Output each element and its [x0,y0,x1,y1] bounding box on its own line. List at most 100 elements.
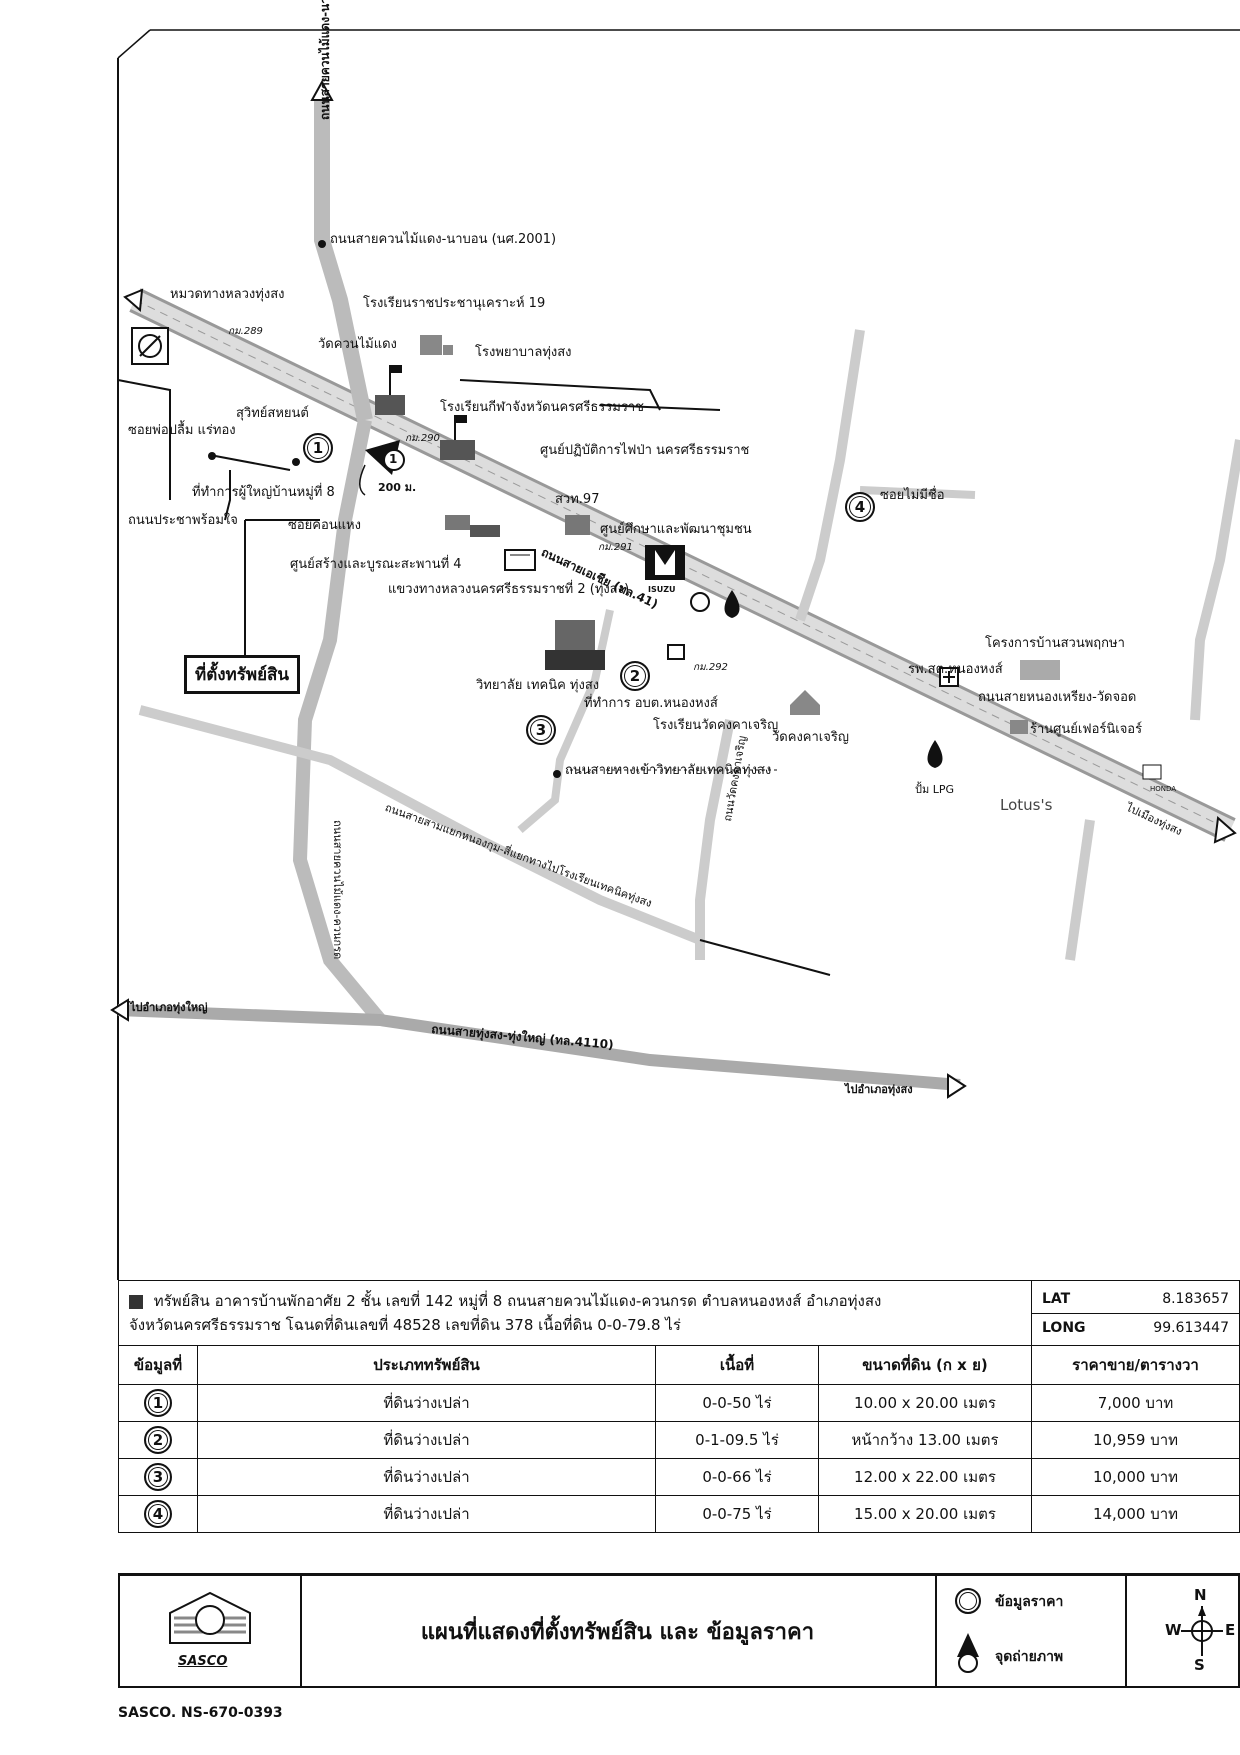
samyaek-road [138,705,702,945]
hospital-label: โรงพยาบาลทุ่งสง [475,345,572,360]
highway-district-label: หมวดทางหลวงทุ่งสง [170,287,285,302]
price-pin-1[interactable]: 1 [303,433,333,463]
kuankrot-road-label: ถนนสายควนไม้แดง-ควนกรด [331,820,344,960]
logo-text: SASCO [178,1654,228,1669]
row-area: 0-0-66 ไร่ [655,1458,819,1496]
bridge-center-icon [504,549,536,571]
bridge-center-label: ศูนย์สร้างและบูรณะสะพานที่ 4 [290,557,462,572]
property-description-row: ทรัพย์สิน อาคารบ้านพักอาศัย 2 ชั้น เลขที… [118,1280,1240,1346]
junction-dot [292,458,300,466]
compass-north: N [1194,1586,1207,1604]
row-price: 14,000 บาท [1031,1495,1240,1533]
obt-office-label: ที่ทำการ อบต.หนองหงส์ [584,696,718,711]
row-type: ที่ดินว่างเปล่า [197,1384,656,1422]
price-pin-2[interactable]: 2 [620,661,650,691]
sawt97-label: สวท.97 [555,492,600,507]
row-area: 0-1-09.5 ไร่ [655,1421,819,1459]
reference-code: SASCO. NS-670-0393 [118,1705,283,1721]
nongkhram-road [1190,439,1240,721]
north-road-label: ถนนสายควนไม้แดง-นาบอน (นศ.2001) [330,232,557,247]
isuzu-logo-icon [645,545,685,580]
footer-title: แผนที่แสดงที่ตั้งทรัพย์สิน และ ข้อมูลราค… [300,1576,937,1687]
fuel-station-icon [690,590,740,618]
distance-label: 200 ม. [378,481,417,494]
long-label: LONG [1042,1319,1086,1336]
header-type: ประเภททรัพย์สิน [197,1345,656,1385]
highway-district-icon [131,327,169,365]
north-arrow-head [310,79,334,101]
row-size: 10.00 x 20.00 เมตร [818,1384,1032,1422]
table-header-row: ข้อมูลที่ ประเภททรัพย์สิน เนื้อที่ ขนาดท… [118,1345,1240,1385]
row-number-circle: 4 [144,1500,172,1528]
row-type: ที่ดินว่างเปล่า [197,1421,656,1459]
housing-icon [1020,660,1060,680]
price-pin-4[interactable]: 4 [845,492,875,522]
honda-icon [1142,764,1162,780]
community-center-label: ศูนย์ศึกษาและพัฒนาชุมชน [600,522,752,537]
property-square-icon [129,1294,143,1309]
school-building-icon [375,365,405,415]
header-no: ข้อมูลที่ [118,1345,198,1385]
table-row: 4 ที่ดินว่างเปล่า 0-0-75 ไร่ 15.00 x 20.… [118,1495,1240,1533]
row-no-cell: 3 [118,1458,198,1496]
row-no-cell: 1 [118,1384,198,1422]
legend-photo-label: จุดถ่ายภาพ [995,1649,1064,1665]
row-size: หน้ากว้าง 13.00 เมตร [818,1421,1032,1459]
photo-legend-icon [957,1633,979,1673]
east-soi-road [795,329,865,622]
compass-west: W [1165,1621,1182,1639]
price-pin-3[interactable]: 3 [526,715,556,745]
photo-marker-icon [365,440,405,475]
table-row: 1 ที่ดินว่างเปล่า 0-0-50 ไร่ 10.00 x 20.… [118,1384,1240,1422]
soi-phoplum-label: ซอยพ่อปลื้ม แร่ทอง [128,423,236,438]
compass: N S W E [1165,1586,1235,1676]
sasco-logo-icon [169,1591,251,1644]
compass-south: S [1194,1656,1205,1674]
row-size: 15.00 x 20.00 เมตร [818,1495,1032,1533]
soi-nameless-label: ซอยไม่มีชื่อ [880,488,945,503]
property-description-cell: ทรัพย์สิน อาคารบ้านพักอาศัย 2 ชั้น เลขที… [118,1280,1032,1346]
watkhong-road [695,719,735,960]
row-area: 0-0-75 ไร่ [655,1495,819,1533]
coordinates-cell: LAT 8.183657 LONG 99.613447 [1031,1280,1240,1346]
kuankrot-road [292,418,386,1025]
legend-price-label: ข้อมูลราคา [995,1594,1064,1610]
legend-box: ข้อมูลราคา จุดถ่ายภาพ N S W E [935,1576,1240,1687]
lotus-label: Lotus's [1000,796,1053,814]
row-price: 7,000 บาท [1031,1384,1240,1422]
honda-label: HONDA [1150,785,1177,793]
property-description-line1: ทรัพย์สิน อาคารบ้านพักอาศัย 2 ชั้น เลขที… [153,1292,882,1310]
junction-dot [318,240,326,248]
wat-khuanmaidaeng-label: วัดควนไม้แดง [318,337,397,352]
price-legend-icon [955,1588,981,1614]
table-row: 2 ที่ดินว่างเปล่า 0-1-09.5 ไร่ หน้ากว้าง… [118,1421,1240,1459]
highway-office-label: แขวงทางหลวงนครศรีธรรมราชที่ 2 (ทุ่งสง) [388,582,630,597]
row-type: ที่ดินว่างเปล่า [197,1495,656,1533]
row-price: 10,959 บาท [1031,1421,1240,1459]
property-info-table: ทรัพย์สิน อาคารบ้านพักอาศัย 2 ชั้น เลขที… [118,1280,1240,1533]
sports-school-icon [440,415,475,460]
long-value: 99.613447 [1153,1319,1229,1336]
college-road-label: ถนนสายทางเข้าวิทยาลัยเทคนิคทุ่งสง [565,763,772,778]
technical-college-label: วิทยาลัย เทคนิค ทุ่งสง [476,678,600,693]
technical-college-icon [545,620,605,670]
property-description-line2: จังหวัดนครศรีธรรมราช โฉนดที่ดินเลขที่ 48… [129,1316,681,1334]
south-road-right-arrow [947,1073,967,1099]
village-head-label: ที่ทำการผู้ใหญ่บ้านหมู่ที่ 8 [192,485,335,500]
junction-dot [208,452,216,460]
sports-school-label: โรงเรียนกีฬาจังหวัดนครศรีธรรมราช [440,400,644,415]
furniture-label: ร้านศูนย์เฟอร์นิเจอร์ [1030,722,1143,737]
south-road-left-label: ไปอำเภอทุ่งใหญ่ [130,1001,208,1014]
header-price: ราคาขาย/ตารางวา [1031,1345,1240,1385]
furniture-icon [1010,720,1028,734]
row-number-circle: 2 [144,1426,172,1454]
nongkhram-road-label: ถนนสายหนองเหรียง-วัดจอด [978,690,1137,705]
health-center-label: รพ.สต.หนองหงส์ [908,662,1003,677]
south-road-left-arrow [110,998,129,1022]
km290-label: กม.290 [405,433,440,444]
school-19-label: โรงเรียนราชประชานุเคราะห์ 19 [363,296,546,311]
fire-center-icon [445,515,500,537]
row-area: 0-0-50 ไร่ [655,1384,819,1422]
north-road-arrow-label: ถนนสายควนไม้แดง-นาบอน (นศ.2001) [318,0,332,120]
row-no-cell: 2 [118,1421,198,1459]
